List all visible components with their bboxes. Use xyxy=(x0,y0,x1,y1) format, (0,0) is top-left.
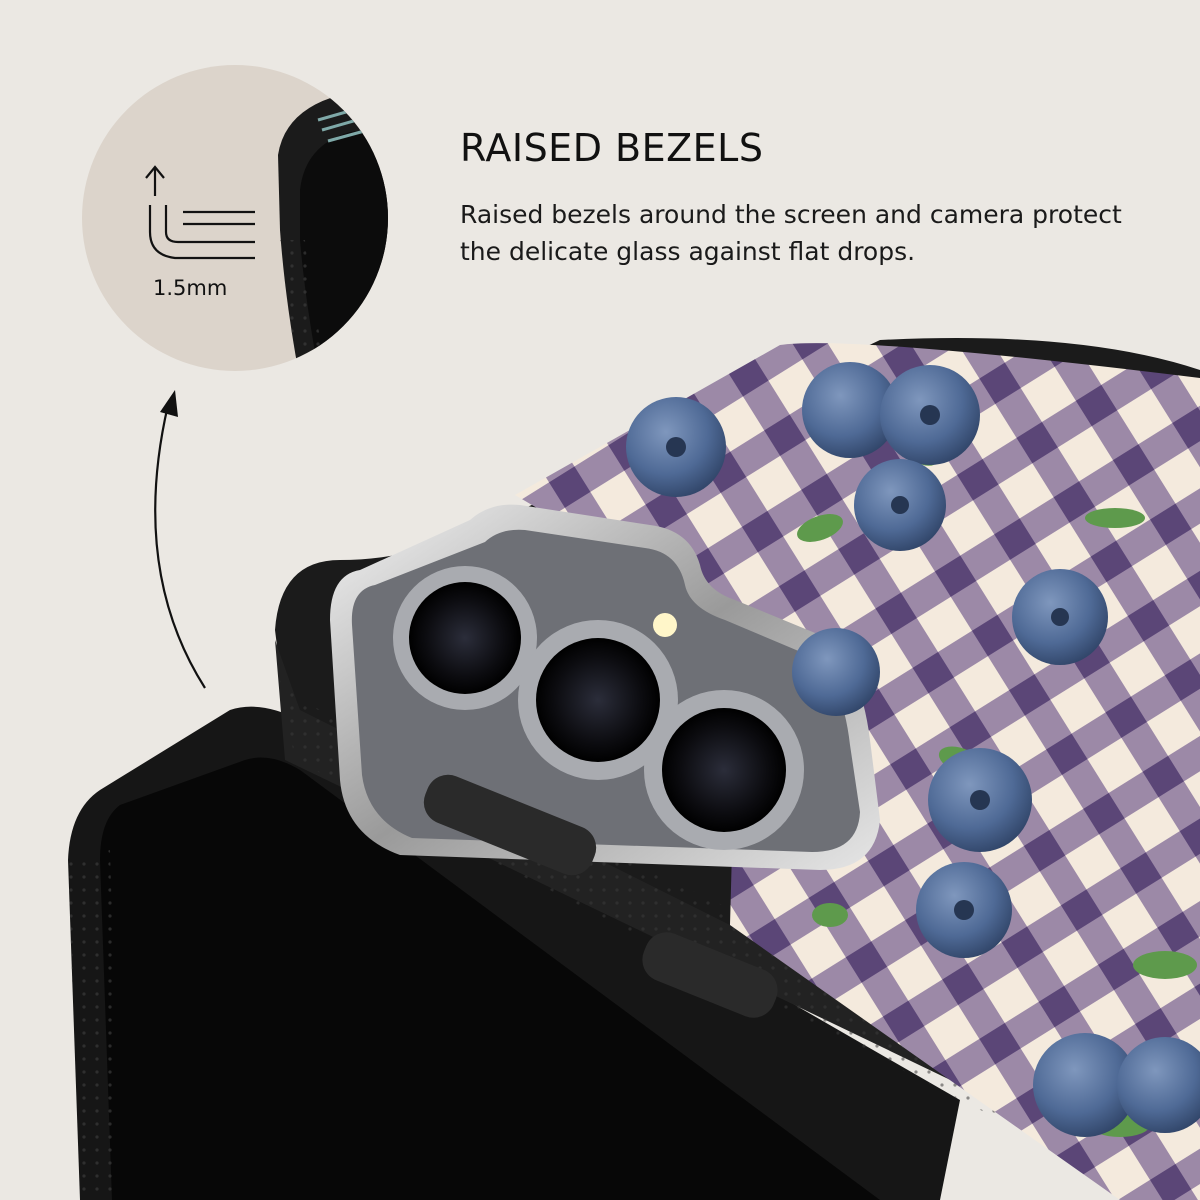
flash-icon xyxy=(653,613,677,637)
zoom-detail xyxy=(82,65,388,371)
lens-bottom xyxy=(644,690,804,850)
blueberry-decor xyxy=(626,362,1200,1137)
arrow-up-icon xyxy=(145,165,165,196)
phone-case xyxy=(275,338,1200,1200)
lens-middle xyxy=(518,620,678,780)
measurement-label: 1.5mm xyxy=(153,276,228,300)
bezel-profile-icon xyxy=(148,205,255,260)
power-button xyxy=(642,932,778,1018)
lens-top xyxy=(393,566,537,710)
feature-title: RAISED BEZELS xyxy=(460,126,764,170)
curved-arrow-icon xyxy=(154,390,206,689)
empty-case xyxy=(68,706,960,1200)
feature-description: Raised bezels around the screen and came… xyxy=(460,200,1122,266)
volume-button xyxy=(423,774,597,876)
